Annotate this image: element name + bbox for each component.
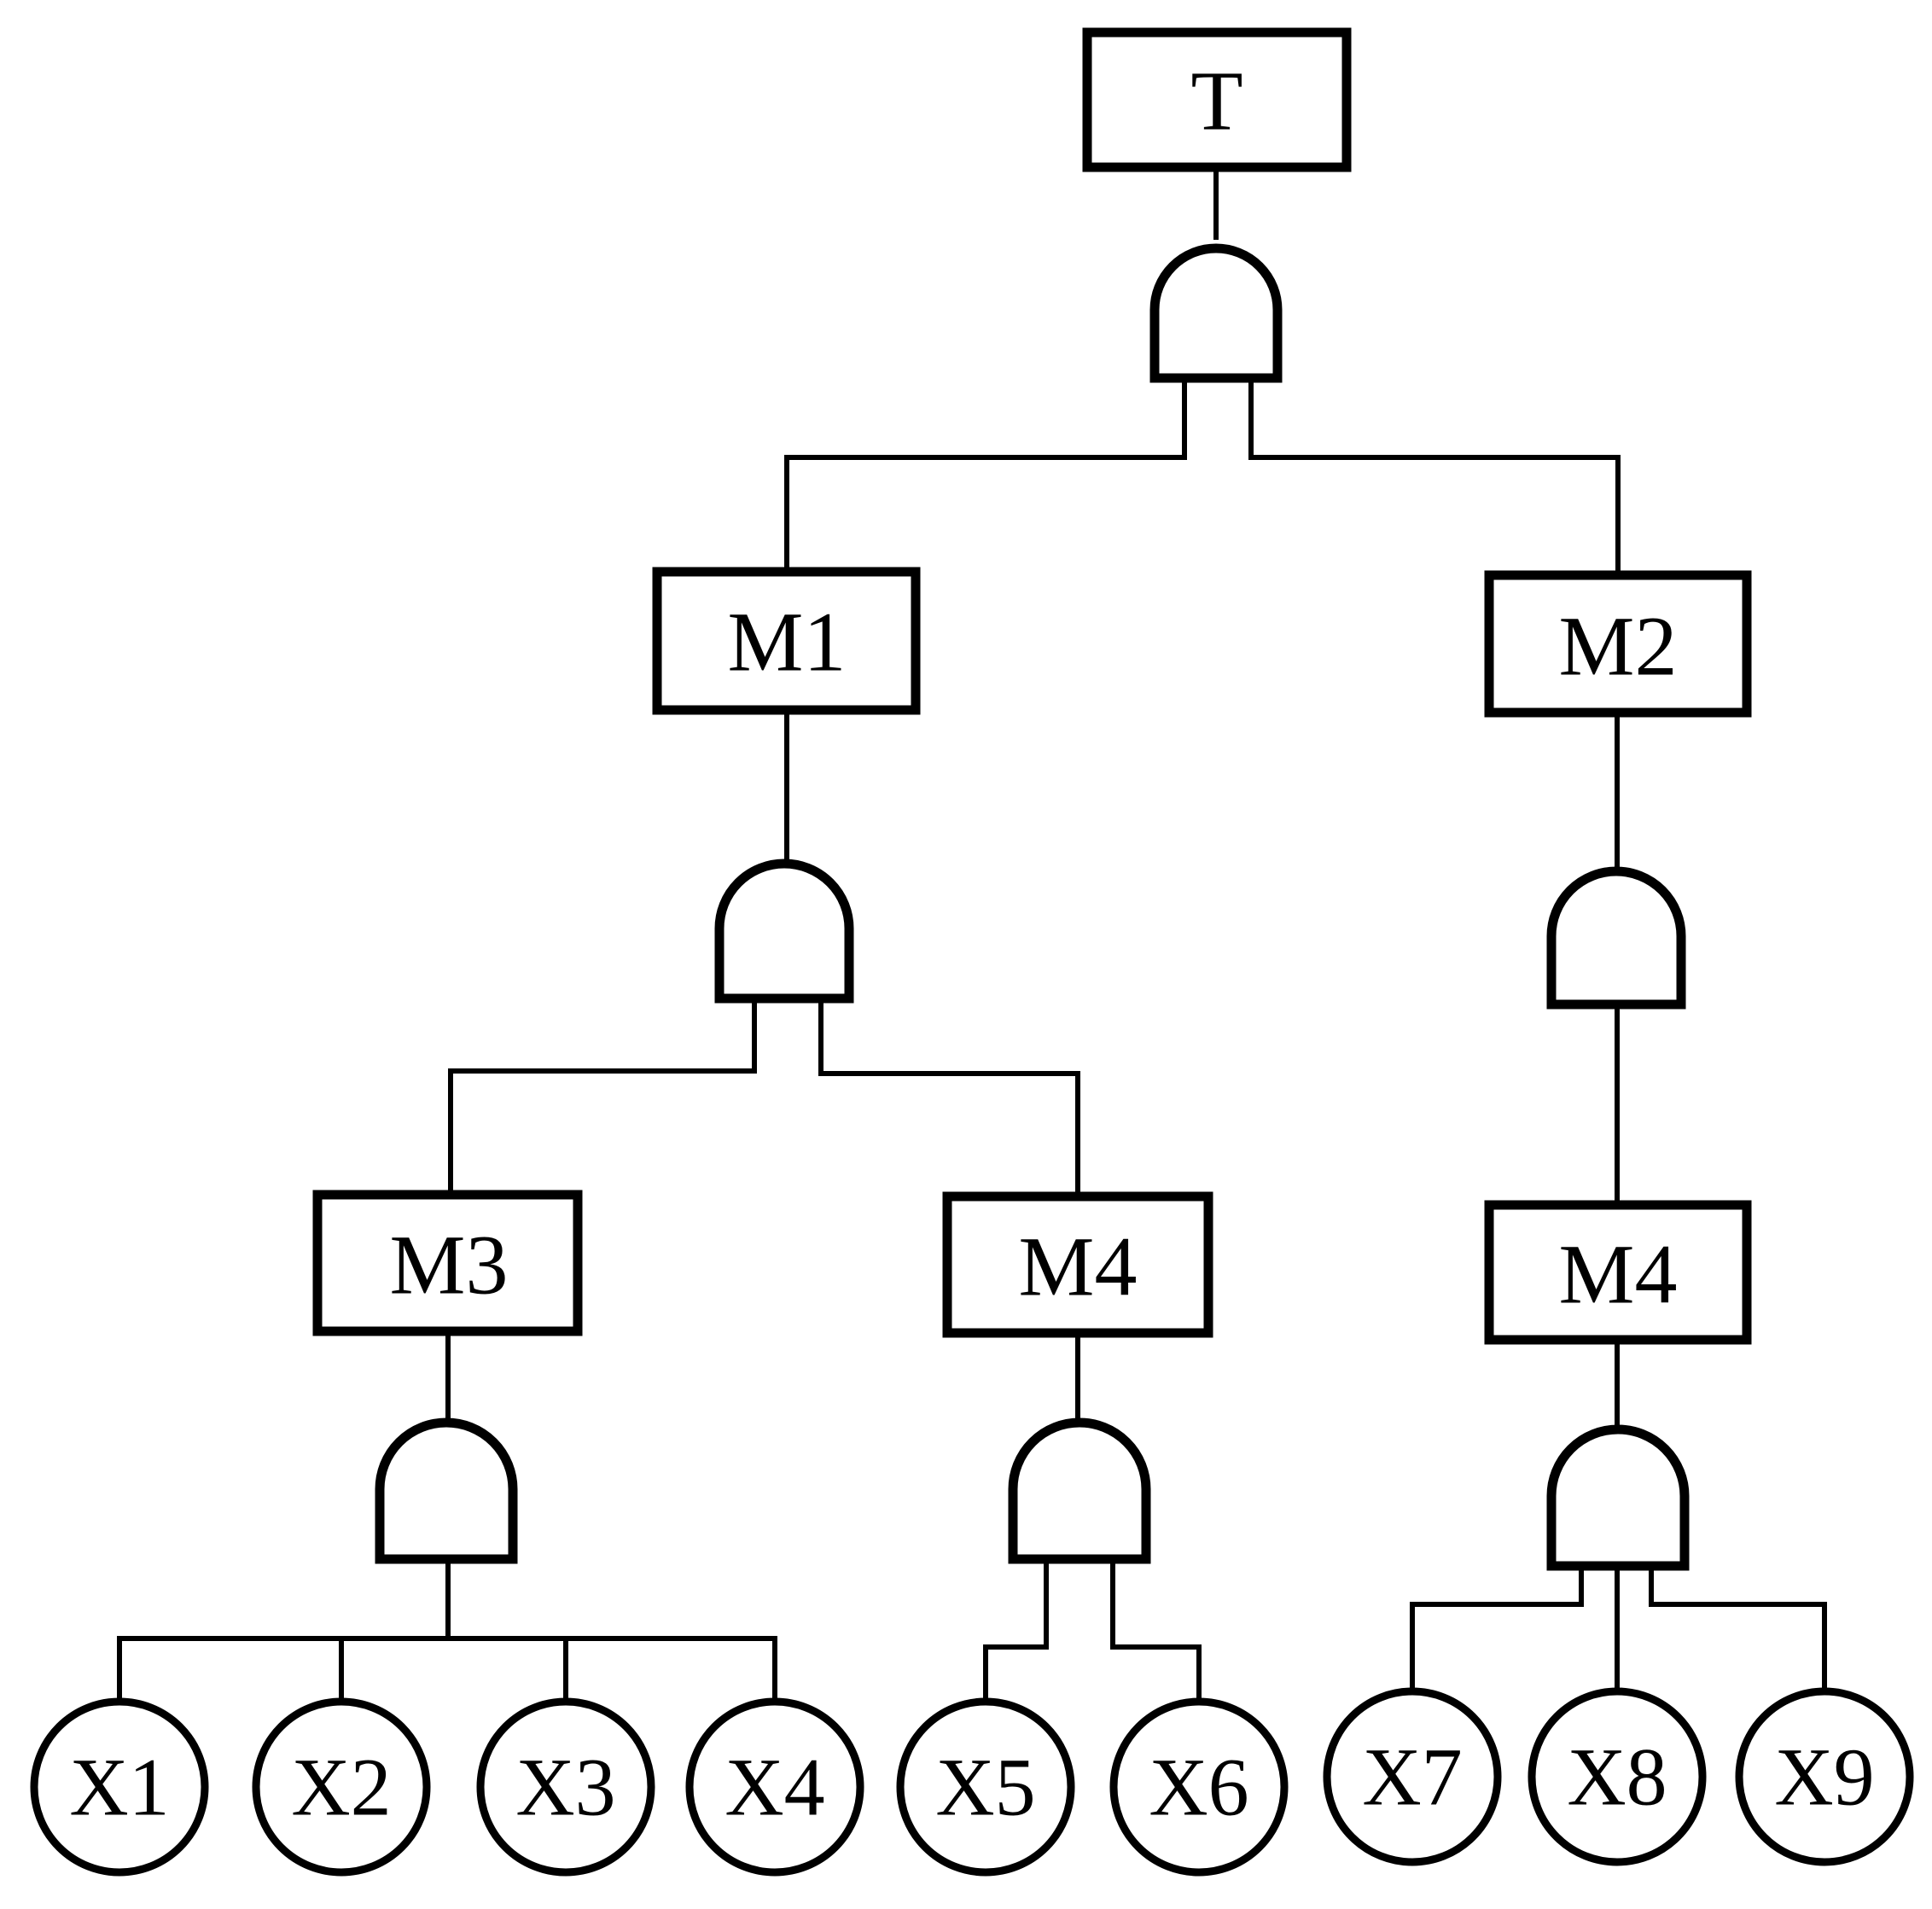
top-event-box xyxy=(1082,27,1352,172)
basic-event-x9: X9 xyxy=(1735,1687,1914,1866)
top-event: T xyxy=(1082,27,1352,172)
basic-events: X1 X2 X3 X4 X5 X6 X7 X8 xyxy=(30,1687,1914,1877)
basic-event-label: X5 xyxy=(935,1742,1035,1833)
intermediate-event-m1: M1 xyxy=(652,567,921,715)
basic-event-label: X4 xyxy=(724,1742,824,1833)
basic-event-label: X6 xyxy=(1149,1742,1248,1833)
basic-event-circle xyxy=(685,1697,864,1877)
basic-event-circle xyxy=(476,1697,655,1877)
and-gate-icon xyxy=(1149,243,1283,383)
basic-event-label: X7 xyxy=(1362,1731,1462,1823)
event-box xyxy=(312,1190,583,1336)
event-box xyxy=(1484,570,1752,718)
and-gate-icon xyxy=(714,858,854,1004)
basic-event-x2: X2 xyxy=(252,1697,431,1877)
wire-gate-t-m2 xyxy=(1248,380,1621,576)
basic-event-circle xyxy=(1735,1687,1914,1866)
basic-event-label: X2 xyxy=(291,1742,391,1833)
event-box xyxy=(942,1191,1213,1338)
and-gate-icon xyxy=(375,1417,518,1564)
basic-event-circle xyxy=(1528,1687,1707,1866)
basic-event-label: X8 xyxy=(1567,1731,1667,1823)
intermediate-event-m2: M2 xyxy=(1484,570,1752,718)
intermediate-event-m3: M3 xyxy=(312,1190,583,1336)
event-label: M4 xyxy=(1559,1227,1678,1322)
basic-event-circle xyxy=(252,1697,431,1877)
basic-event-x5: X5 xyxy=(896,1697,1075,1877)
basic-event-circle xyxy=(896,1697,1075,1877)
event-label: M3 xyxy=(390,1218,509,1312)
basic-event-circle xyxy=(1323,1687,1502,1866)
intermediate-event-m4-left: M4 xyxy=(942,1191,1213,1338)
event-label: M1 xyxy=(728,595,847,690)
wire-gate-m4a-x6 xyxy=(1110,1561,1202,1704)
event-box xyxy=(1484,1200,1752,1345)
wire-gate-m1-m3 xyxy=(448,1000,757,1197)
basic-event-x8: X8 xyxy=(1528,1687,1707,1866)
intermediate-event-m4-right: M4 xyxy=(1484,1200,1752,1345)
and-gate-icon xyxy=(1546,1424,1690,1571)
basic-event-x3: X3 xyxy=(476,1697,655,1877)
event-label: M4 xyxy=(1019,1219,1138,1314)
basic-event-label: X1 xyxy=(69,1742,169,1833)
top-event-label: T xyxy=(1190,54,1242,148)
and-gate-icon xyxy=(1546,866,1686,1010)
wire-gate-m3-x xyxy=(117,1636,777,1704)
event-label: M2 xyxy=(1559,599,1678,694)
wire-gate-t-m1 xyxy=(784,380,1187,574)
basic-event-x6: X6 xyxy=(1109,1697,1289,1877)
connector-lines xyxy=(117,170,1827,1704)
basic-event-label: X3 xyxy=(515,1742,615,1833)
wire-gate-m1-m4a xyxy=(818,1000,1080,1197)
basic-event-x7: X7 xyxy=(1323,1687,1502,1866)
event-box xyxy=(652,567,921,715)
basic-event-x1: X1 xyxy=(30,1697,209,1877)
wire-gate-m4a-x5 xyxy=(983,1561,1049,1704)
wire-gate-m4b-x7 xyxy=(1410,1568,1584,1694)
basic-event-x4: X4 xyxy=(685,1697,864,1877)
wire-gate-m4b-x9 xyxy=(1649,1568,1827,1694)
and-gate-icon xyxy=(1008,1417,1151,1564)
basic-event-label: X9 xyxy=(1774,1731,1874,1823)
gates xyxy=(375,243,1690,1571)
basic-event-circle xyxy=(30,1697,209,1877)
basic-event-circle xyxy=(1109,1697,1289,1877)
